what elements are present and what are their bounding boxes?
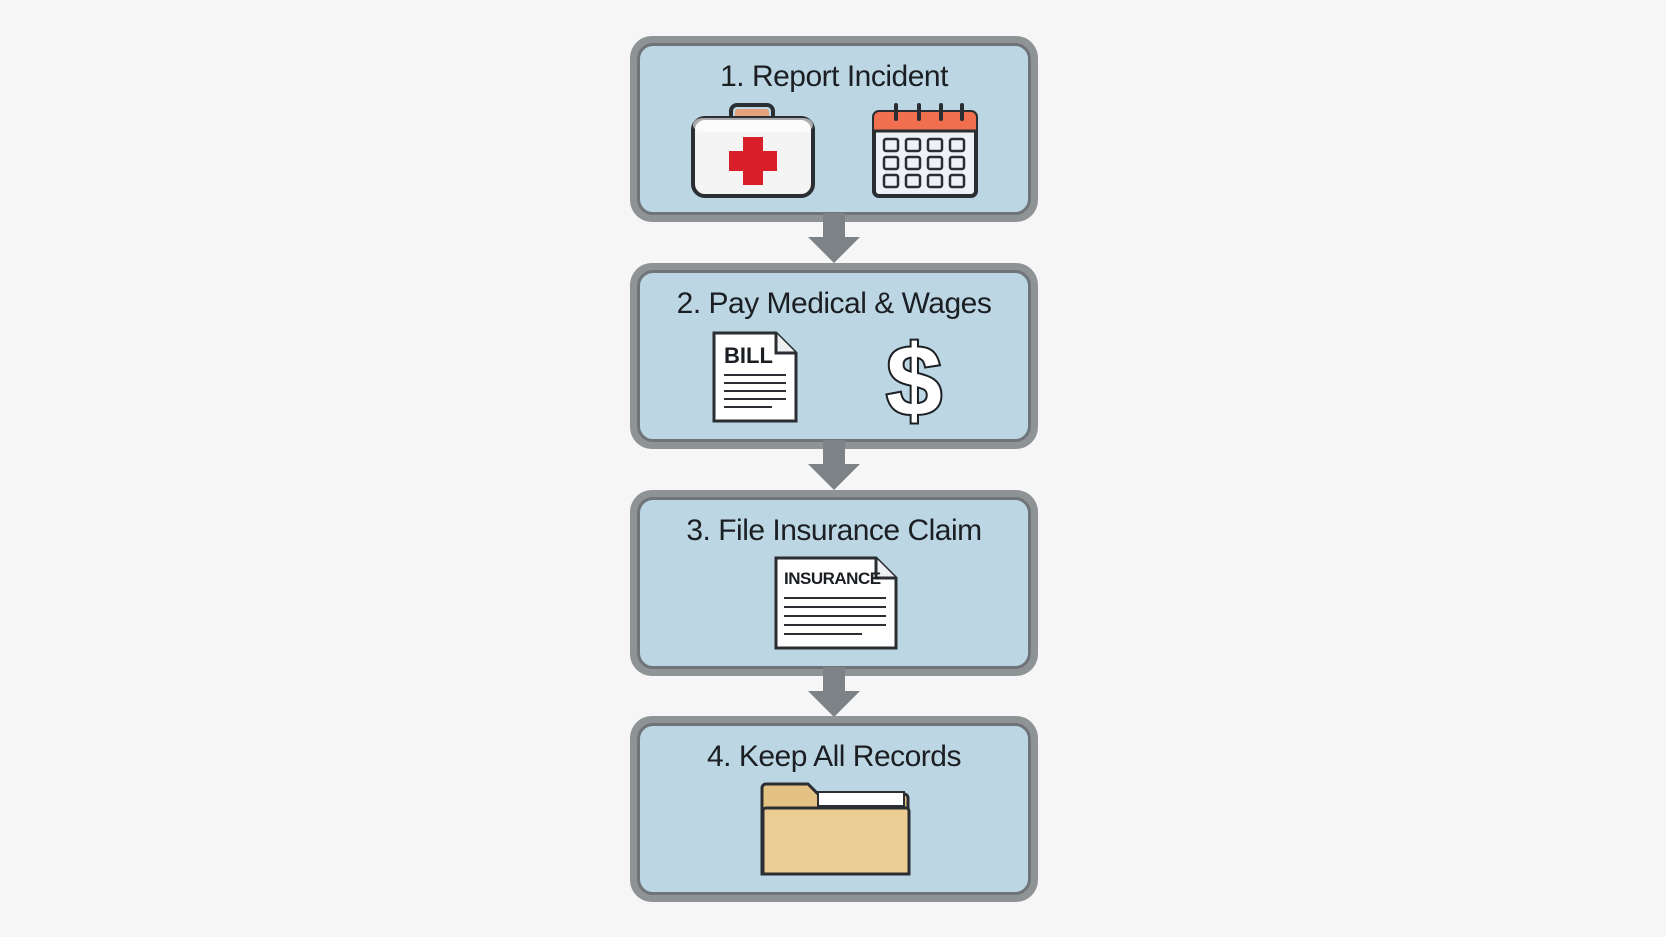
flow-arrow	[808, 667, 860, 717]
step-title: 3. File Insurance Claim	[686, 514, 982, 547]
step-report-incident: 1. Report Incident	[630, 36, 1038, 222]
dollar-sign-icon: $	[884, 325, 944, 429]
calendar-icon	[872, 103, 978, 198]
step-title: 1. Report Incident	[720, 60, 948, 93]
folder-icon	[760, 782, 911, 876]
flow-arrow	[808, 213, 860, 263]
bill-label: BILL	[724, 343, 773, 368]
insurance-label: INSURANCE	[784, 569, 881, 588]
step-title: 4. Keep All Records	[707, 740, 961, 773]
step-file-insurance-claim: 3. File Insurance Claim INSURANCE	[630, 490, 1038, 676]
bill-document-icon: BILL	[712, 331, 798, 423]
first-aid-kit-icon	[691, 103, 815, 198]
insurance-document-icon: INSURANCE	[774, 556, 898, 650]
flow-arrow	[808, 440, 860, 490]
step-title: 2. Pay Medical & Wages	[676, 287, 992, 320]
step-pay-medical-wages: 2. Pay Medical & Wages BILL $	[630, 263, 1038, 449]
step-keep-all-records: 4. Keep All Records	[630, 716, 1038, 902]
dollar-symbol: $	[886, 325, 942, 429]
